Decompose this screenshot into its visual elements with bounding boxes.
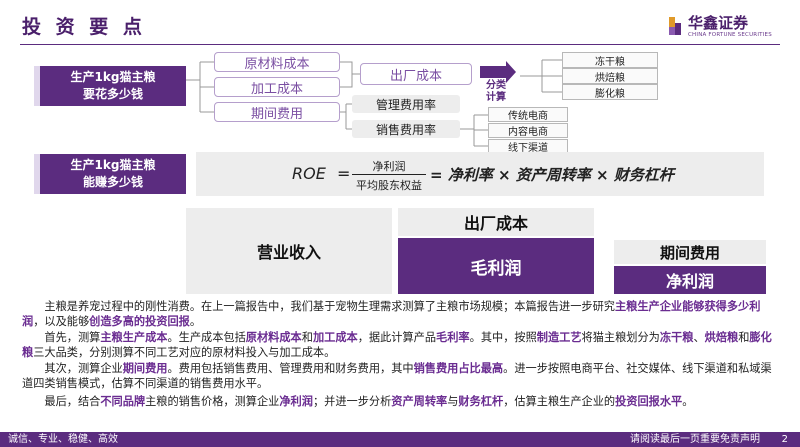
highlight-text: 膨化粮 (22, 331, 772, 359)
roe-equals: = (337, 164, 351, 183)
highlight-text: 烘焙粮 (704, 331, 739, 344)
roe-lhs: ROE (292, 164, 326, 183)
classify-label: 分类 计算 (486, 80, 506, 103)
footer-bar (0, 432, 800, 447)
highlight-text: 期间费用 (122, 362, 168, 375)
product-type-puffed: 膨化粮 (562, 84, 658, 100)
page-number: 2 (781, 434, 788, 445)
highlight-text: 资产周转率 (391, 395, 448, 408)
paragraph-1: 主粮是养宠过程中的刚性消费。在上一篇报告中，我们基于宠物生理需求测算了主粮市场规… (22, 300, 778, 329)
cost-item-raw-material: 原材料成本 (214, 52, 340, 72)
paragraph-text: ；并进一步分析 (312, 395, 392, 408)
brand-logo-icon (669, 17, 681, 35)
highlight-text: 主粮生产企业能够获得多少利润 (22, 300, 761, 328)
question-profit-box: 生产1kg猫主粮 能赚多少钱 (34, 154, 186, 194)
paragraph-text: 主粮的销售价格，测算企业 (145, 395, 280, 408)
header-divider (20, 44, 780, 45)
paragraph-text: 。费用包括销售费用、管理费用和财务费用，其中 (167, 362, 414, 375)
cost-item-period-fee: 期间费用 (214, 102, 340, 122)
highlight-text: 毛利率 (436, 331, 470, 344)
channel-traditional-ecommerce: 传统电商 (488, 107, 568, 122)
question-profit-line2: 能赚多少钱 (82, 175, 143, 189)
net-profit-box: 净利润 (614, 266, 766, 294)
paragraph-4: 最后，结合不同品牌主粮的销售价格，测算企业净利润；并进一步分析资产周转率与财务杠… (22, 395, 778, 410)
roe-formula-panel: ROE = 净利润 平均股东权益 = 净利率 × 资产周转率 × 财务杠杆 (196, 152, 764, 196)
paragraph-text: 。 (189, 314, 202, 328)
brand-subtitle: CHINA FORTUNE SECURITIES (688, 32, 772, 38)
paragraph-text: 首先，测算 (22, 331, 101, 344)
highlight-text: 销售费用占比最高 (413, 362, 504, 375)
paragraph-text: 其次，测算企业 (22, 362, 123, 375)
paragraph-text: 主粮是养宠过程中的刚性消费。在上一篇报告中，我们基于宠物生理需求测算了主粮市场规… (22, 300, 615, 313)
product-type-baked: 烘焙粮 (562, 68, 658, 84)
highlight-text: 冻干粮 (659, 331, 694, 344)
footer-disclaimer: 请阅读最后一页重要免责声明 (630, 434, 760, 445)
paragraph-text: ，据此计算产品 (357, 331, 437, 344)
roe-denominator: 平均股东权益 (356, 179, 422, 192)
question-cost-line2: 要花多少钱 (82, 87, 143, 101)
highlight-text: 原材料成本 (245, 331, 302, 344)
paragraph-text: ，以及能够 (33, 314, 90, 328)
highlight-text: 不同品牌 (100, 395, 146, 408)
highlight-text: 制造工艺 (536, 331, 582, 344)
paragraph-text: 最后，结合 (22, 395, 101, 408)
channel-content-ecommerce: 内容电商 (488, 123, 568, 138)
highlight-text: 财务杠杆 (458, 395, 504, 408)
factory-cost-box: 出厂成本 (360, 63, 472, 85)
cost-item-processing: 加工成本 (214, 77, 340, 97)
paragraph-text: 将猫主粮划分为 (581, 331, 660, 344)
paragraph-text: 三大品类，分别测算不同工艺对应的原材料投入与加工成本。 (33, 345, 336, 359)
paragraph-text: ，估算主粮生产企业的 (503, 395, 616, 408)
paragraph-text: 和 (301, 331, 313, 344)
gross-profit-box: 毛利润 (398, 238, 594, 294)
paragraph-text: 、 (693, 331, 705, 344)
paragraph-2: 首先，测算主粮生产成本。生产成本包括原材料成本和加工成本，据此计算产品毛利率。其… (22, 331, 778, 360)
arrow-icon (480, 61, 516, 83)
roe-rhs: = 净利率 × 资产周转率 × 财务杠杆 (430, 166, 674, 184)
highlight-text: 投资回报水平 (615, 395, 683, 408)
paragraph-3: 其次，测算企业期间费用。费用包括销售费用、管理费用和财务费用，其中销售费用占比最… (22, 362, 778, 391)
footer-slogan: 诚信、专业、稳健、高效 (8, 434, 118, 445)
product-type-freeze-dried: 冻干粮 (562, 52, 658, 68)
roe-fraction-bar (352, 174, 426, 175)
paragraph-text: 。生产成本包括 (167, 331, 246, 344)
highlight-text: 主粮生产成本 (100, 331, 168, 344)
highlight-text: 加工成本 (312, 331, 358, 344)
period-fee-sales: 销售费用率 (352, 120, 460, 138)
question-cost-box: 生产1kg猫主粮 要花多少钱 (34, 66, 186, 106)
revenue-box: 营业收入 (186, 208, 392, 294)
question-cost-line1: 生产1kg猫主粮 (70, 70, 156, 84)
paragraph-text: 。其中，按照 (469, 331, 537, 344)
paragraph-text: 。进一步按照电商平台、社交媒体、线下渠道和私域渠道四类销售模式，估算不同渠道的销… (22, 362, 772, 390)
brand-name: 华鑫证券 (688, 14, 749, 32)
highlight-text: 创造多高的投资回报 (89, 314, 190, 328)
profit-factory-cost-box: 出厂成本 (398, 208, 594, 236)
paragraph-text: 。 (682, 395, 694, 408)
question-profit-line1: 生产1kg猫主粮 (70, 158, 156, 172)
profit-period-fee-box: 期间费用 (614, 240, 766, 264)
highlight-text: 净利润 (279, 395, 313, 408)
page-title: 投 资 要 点 (22, 16, 146, 38)
paragraph-text: 与 (447, 395, 459, 408)
paragraph-text: 和 (738, 331, 750, 344)
period-fee-management: 管理费用率 (352, 95, 460, 113)
roe-numerator: 净利润 (372, 160, 406, 173)
